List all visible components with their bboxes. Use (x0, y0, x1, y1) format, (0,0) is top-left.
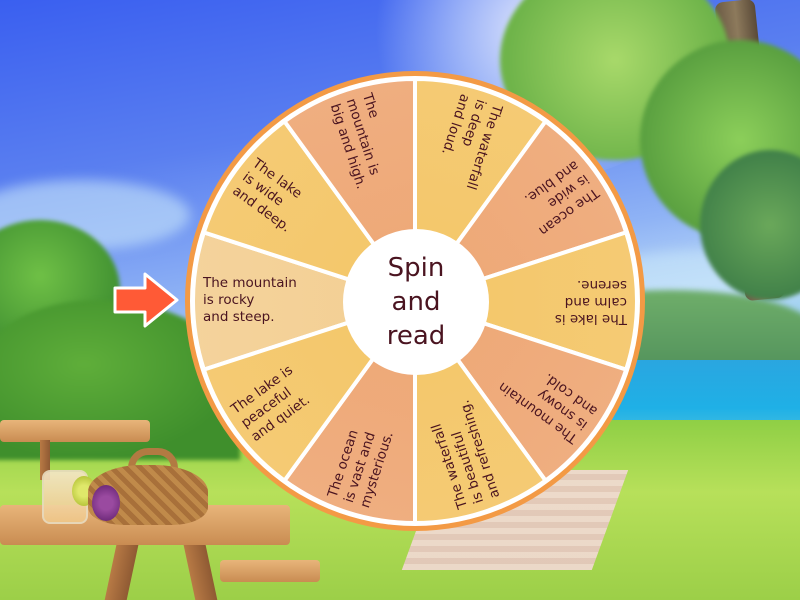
picnic-bench (220, 560, 320, 582)
spin-wheel[interactable]: The mountain is rocky and steep. The lake… (184, 70, 646, 532)
spin-button[interactable]: Spin and read (343, 229, 489, 375)
wheel-segment (408, 229, 639, 373)
spin-button-label: Spin and read (386, 253, 446, 351)
segment-text: The mountain is rocky and steep. (203, 275, 297, 325)
segment-text: The lake is calm and serene. (554, 277, 627, 327)
purple-grapes (92, 485, 120, 521)
arrow-right-icon (113, 272, 179, 328)
wheel-segment (191, 229, 422, 373)
table-leg (40, 440, 50, 480)
picnic-table-back (0, 420, 150, 442)
